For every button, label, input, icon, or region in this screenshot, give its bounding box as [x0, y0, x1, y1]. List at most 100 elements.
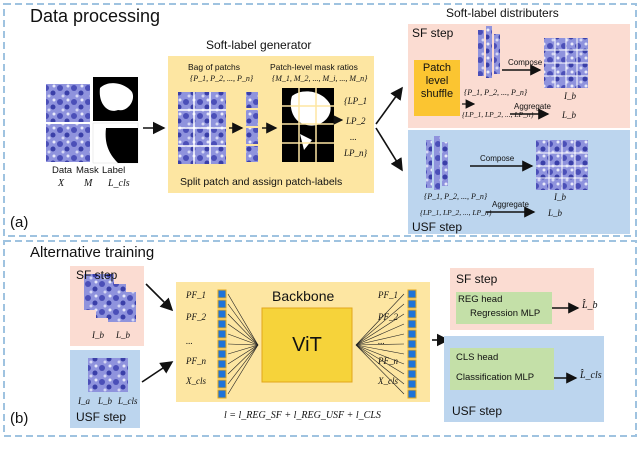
usf-aggregate-label: Aggregate: [492, 200, 529, 209]
token-connector: [227, 344, 259, 395]
token-connector: [355, 344, 405, 355]
token-connector: [227, 344, 259, 385]
usf-head-step: USF step: [452, 404, 503, 418]
shuffle-word-1: Patch: [422, 62, 452, 74]
sf-compose-label: Compose: [508, 58, 543, 67]
sf-p-set: {P_1, P_2, ..., P_n}: [464, 88, 528, 97]
distributers-title: Soft-label distributers: [446, 6, 559, 20]
vit-box: [261, 307, 353, 383]
token-connector: [227, 333, 259, 346]
lp-item-2: LP_2: [346, 116, 366, 126]
sf-input-step: SF step: [76, 268, 118, 282]
token: [217, 369, 227, 379]
sf-aggregate-label: Aggregate: [514, 102, 551, 111]
pf-right-label-3: ...: [378, 336, 385, 346]
token-connector: [355, 323, 405, 346]
token-connector: [355, 303, 405, 346]
token: [407, 359, 417, 369]
token: [407, 319, 417, 329]
ratio-set: {M_1, M_2, ..., M_i, ..., M_n}: [272, 74, 368, 83]
ratio-title: Patch-level mask ratios: [270, 62, 358, 72]
usf-ib: I_b: [554, 192, 566, 202]
shuffle-word-2: level: [425, 75, 449, 87]
mask-patch-grid: [282, 88, 334, 162]
usf-distributer-box: [408, 130, 630, 234]
token-connections: [227, 293, 405, 395]
pf-right-label-2: PF_2: [378, 312, 398, 322]
token-connector: [227, 344, 259, 365]
backbone-label: Backbone: [272, 288, 335, 304]
left-token-column: [217, 289, 227, 399]
token: [217, 309, 227, 319]
sf-input-ib: I_b: [92, 330, 104, 340]
panel-b-title: Alternative training: [30, 244, 155, 261]
token-connector: [227, 303, 259, 346]
reg-head-label: REG head: [458, 294, 503, 305]
pf-right-label-1: PF_1: [378, 290, 398, 300]
pf-left-label-2: PF_2: [186, 312, 206, 322]
token: [407, 309, 417, 319]
token: [407, 379, 417, 389]
usf-step-label: USF step: [412, 220, 463, 234]
panel-a-title: Data processing: [30, 6, 161, 26]
sf-lb: L_b: [562, 110, 577, 120]
token: [407, 289, 417, 299]
bag-title: Bag of patchs: [188, 62, 240, 72]
data-label: Data: [52, 165, 73, 176]
token: [217, 289, 227, 299]
token-connector: [227, 323, 259, 346]
token-connector: [227, 313, 259, 346]
panel-a-tag: (a): [10, 214, 29, 231]
token-connector: [355, 344, 405, 365]
token: [217, 349, 227, 359]
token-connector: [355, 344, 405, 385]
token: [217, 339, 227, 349]
m-symbol: M: [84, 178, 93, 189]
token: [217, 319, 227, 329]
token-connector: [227, 344, 259, 355]
token: [407, 369, 417, 379]
sf-ib: I_b: [564, 91, 576, 101]
token-connector: [355, 344, 405, 375]
lp-item-1: {LP_1: [344, 96, 368, 106]
token: [217, 359, 227, 369]
pf-left-label-4: PF_n: [186, 356, 206, 366]
usf-input-lcls: L_cls: [118, 396, 138, 406]
token-connector: [355, 313, 405, 346]
generator-caption: Split patch and assign patch-labels: [180, 176, 343, 188]
mask-label: Mask: [76, 165, 99, 176]
token-connector: [355, 343, 405, 346]
token: [217, 389, 227, 399]
panel-a-border: [3, 3, 637, 237]
pf-right-label-4: PF_n: [378, 356, 398, 366]
usf-input-lb: L_b: [98, 396, 113, 406]
token-connector: [227, 343, 259, 346]
usf-p-set: {P_1, P_2, ..., P_n}: [424, 192, 488, 201]
token: [407, 389, 417, 399]
cls-output: L̂_cls: [580, 370, 602, 381]
usf-input-ia: I_a: [78, 396, 90, 406]
pf-left-label-3: ...: [186, 336, 193, 346]
cls-mlp-label: Classification MLP: [456, 372, 535, 383]
token: [217, 329, 227, 339]
lcls-symbol: L_cls: [108, 178, 130, 189]
pf-left-label-1: PF_1: [186, 290, 206, 300]
usf-input-step: USF step: [76, 410, 127, 424]
token-connector: [227, 344, 259, 375]
patch-grid: [178, 92, 226, 164]
token: [407, 339, 417, 349]
lp-item-3: ...: [350, 132, 357, 142]
token: [217, 299, 227, 309]
right-token-column: [407, 289, 417, 399]
bag-set: {P_1, P_2, ..., P_n}: [190, 74, 254, 83]
sf-head-step: SF step: [456, 272, 498, 286]
lp-item-4: LP_n}: [344, 148, 368, 158]
token-connector: [355, 344, 405, 395]
shuffle-word-3: shuffle: [420, 88, 454, 100]
usf-lb: L_b: [548, 208, 563, 218]
token: [407, 299, 417, 309]
shuffled-strips: [478, 26, 500, 78]
reg-output: L̂_b: [582, 300, 598, 311]
panel-b-tag: (b): [10, 410, 29, 427]
